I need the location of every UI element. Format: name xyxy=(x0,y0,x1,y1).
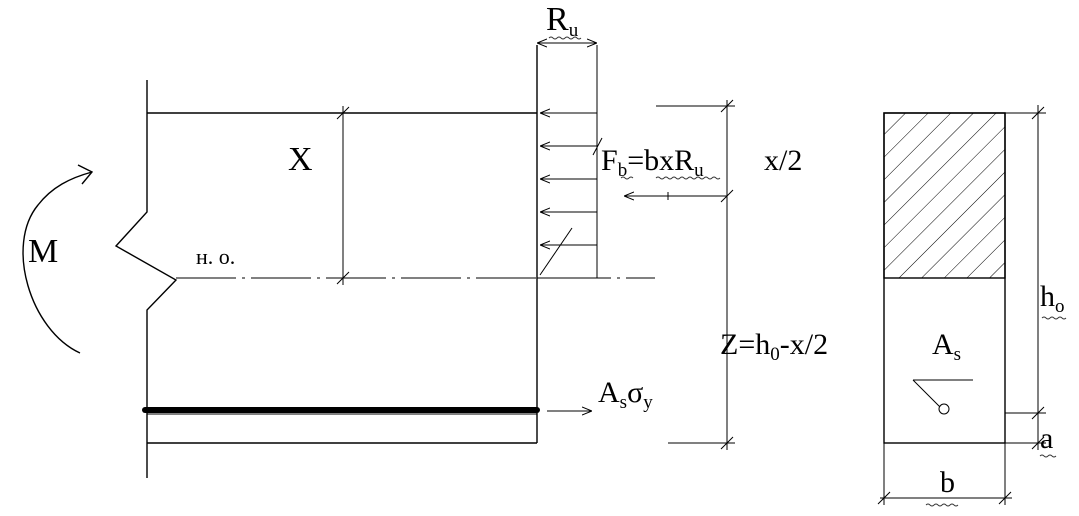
moment-label: M xyxy=(28,233,58,270)
h0-dimension: ho a xyxy=(1005,105,1067,458)
compression-zone-hatch xyxy=(883,112,1006,279)
cross-section: As xyxy=(883,112,1006,444)
stress-block xyxy=(537,43,603,279)
z-label: Z=h0-x/2 xyxy=(720,328,828,365)
b-dimension: b xyxy=(877,443,1012,507)
x-dimension: X xyxy=(288,106,350,285)
beam-elevation xyxy=(114,45,655,478)
x-height-label: X xyxy=(288,141,313,178)
lever-arm-dimension xyxy=(656,99,735,450)
b-label: b xyxy=(940,466,955,499)
fb-label: Fb=bxRu xyxy=(601,144,721,181)
svg-text:Ru: Ru xyxy=(546,1,579,41)
h0-label: ho xyxy=(1040,280,1065,317)
section-as-label: As xyxy=(932,328,961,365)
section-outline xyxy=(883,112,1006,444)
svg-text:Fb=bxRu: Fb=bxRu xyxy=(601,144,704,181)
steel-force: Asσy xyxy=(547,376,653,413)
as-sigma-label: Asσy xyxy=(598,376,653,413)
moment-arc: M xyxy=(22,164,94,354)
beam-break-line xyxy=(114,80,178,478)
neutral-axis-label: н. о. xyxy=(196,244,235,269)
x-half-label: x/2 xyxy=(764,144,802,177)
rebar-symbol xyxy=(938,403,950,415)
a-label: a xyxy=(1040,422,1053,455)
ru-label: Ru xyxy=(546,1,582,41)
